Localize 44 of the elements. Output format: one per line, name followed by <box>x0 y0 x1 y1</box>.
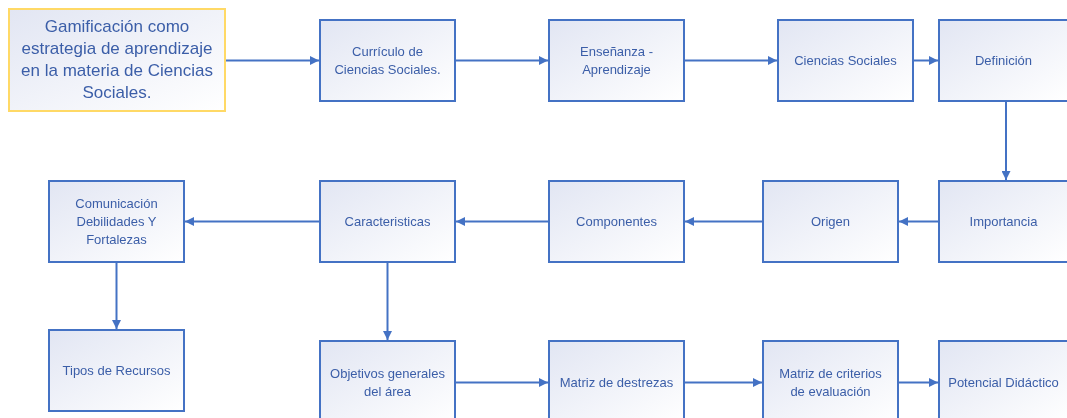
arrow <box>913 56 939 65</box>
process-box <box>938 180 1067 263</box>
process-box <box>938 19 1067 102</box>
box-label: Importancia <box>969 212 1038 231</box>
arrow <box>1001 101 1011 181</box>
box-label: Caracteristicas <box>344 212 431 231</box>
process-box <box>319 19 456 102</box>
process-box <box>762 180 899 263</box>
process-box <box>8 8 226 112</box>
box-label: Definición <box>974 51 1033 70</box>
box-label: Gamificación como estrategia de aprendizaje en la materia de Ciencias Sociales. <box>20 16 214 104</box>
process-box <box>48 329 185 412</box>
arrow <box>898 378 939 387</box>
arrow <box>684 378 763 387</box>
arrow <box>455 378 549 387</box>
process-box <box>777 19 914 102</box>
box-label: Objetivos generales del área <box>329 364 446 401</box>
process-box <box>48 180 185 263</box>
box-label: Tipos de Recursos <box>62 361 171 380</box>
process-box <box>762 340 899 418</box>
process-box <box>548 180 685 263</box>
arrow <box>455 56 549 65</box>
process-box <box>548 19 685 102</box>
arrow <box>112 262 121 330</box>
box-label: Currículo de Ciencias Sociales. <box>333 42 442 79</box>
box-label: Matriz de destrezas <box>559 373 674 392</box>
box-label: Comunicación Debilidades Y Fortalezas <box>74 194 159 249</box>
arrow <box>455 217 549 226</box>
box-label: Enseñanza - Aprendizaje <box>579 42 654 79</box>
box-label: Matriz de criterios de evaluación <box>778 364 883 401</box>
arrow <box>383 262 392 341</box>
process-box <box>938 340 1067 418</box>
box-label: Potencial Didáctico <box>948 373 1059 392</box>
arrow <box>684 56 778 65</box>
box-label: Componentes <box>576 212 657 231</box>
arrow <box>184 217 320 226</box>
process-box <box>319 340 456 418</box>
box-label: Ciencias Sociales <box>794 51 897 70</box>
process-box <box>319 180 456 263</box>
arrow <box>684 217 763 226</box>
process-box <box>548 340 685 418</box>
arrow <box>898 217 939 226</box>
box-label: Origen <box>811 212 850 231</box>
arrow <box>225 56 320 65</box>
